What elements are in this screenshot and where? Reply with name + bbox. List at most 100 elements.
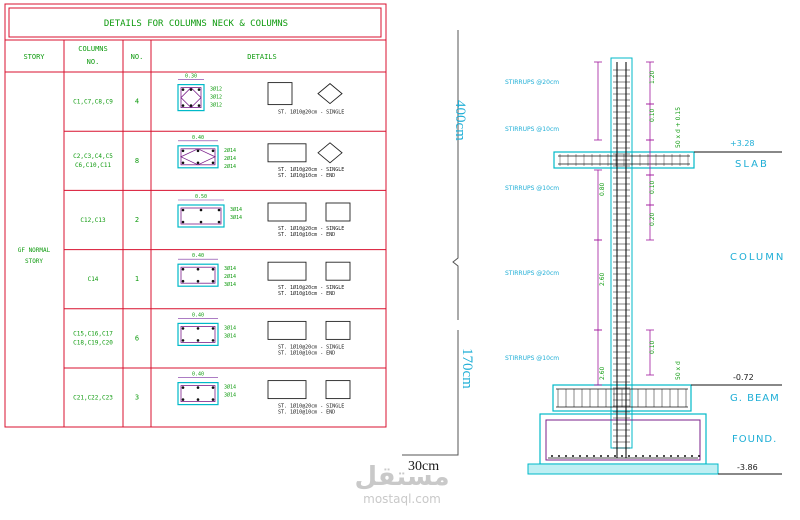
- footing-rebar-dot: [649, 455, 651, 457]
- bar-label: 2Ø14: [224, 147, 236, 154]
- footing-rebar-dot: [677, 455, 679, 457]
- watermark: مستقل mostaql.com: [352, 462, 452, 506]
- footing-rebar-dot: [670, 455, 672, 457]
- rebar-dot: [189, 104, 193, 107]
- dim-label: 2.60: [599, 272, 606, 286]
- footing-rebar-dot: [635, 455, 637, 457]
- row-no: 4: [135, 98, 139, 106]
- level-gbeam: -0.72: [733, 373, 754, 382]
- rebar-dot: [196, 398, 200, 401]
- row-columns: C21,C22,C23: [73, 395, 113, 402]
- stirrup-shape: [267, 320, 307, 340]
- rebar-dot: [181, 386, 185, 389]
- bar-label: 3Ø12: [210, 86, 222, 93]
- footing-rebar-dot: [656, 455, 658, 457]
- dim-label: 1.20: [649, 70, 656, 84]
- header-columns: COLUMNS: [78, 45, 108, 53]
- dim-line-400: [452, 30, 459, 320]
- rebar-dot: [189, 88, 193, 91]
- story-label-2: STORY: [25, 258, 43, 265]
- stirrups-label: STIRRUPS @10cm: [505, 126, 559, 133]
- table-title: DETAILS FOR COLUMNS NECK & COLUMNS: [104, 19, 288, 29]
- stirrup-note-2: ST. 1Ø10@10cm - END: [278, 349, 335, 356]
- width-label: 30cm: [408, 459, 439, 474]
- rebar-dot: [199, 220, 203, 224]
- cross-tie-shape: [325, 261, 351, 281]
- footing-rebar-dot: [684, 455, 686, 457]
- rebar-dot: [199, 208, 203, 212]
- rebar-dot: [211, 398, 215, 401]
- rebar-dot: [181, 208, 185, 212]
- section-stirrup: [180, 266, 216, 284]
- row-columns: C12,C13: [80, 217, 106, 224]
- rebar-dot: [181, 279, 185, 283]
- rebar-dot: [211, 161, 215, 165]
- footing-rebar-dot: [663, 455, 665, 457]
- row-columns: C14: [88, 276, 99, 283]
- bar-label: 2Ø14: [224, 163, 236, 170]
- stirrup-note: ST. 1Ø10@20cm - SINGLE: [278, 284, 344, 291]
- label-slab: SLAB: [735, 159, 769, 170]
- footing-rebar-dot: [565, 455, 567, 457]
- section-diamond-tie: [180, 148, 216, 166]
- dim-label: 0.20: [649, 212, 656, 226]
- footing-rebar-dot: [642, 455, 644, 457]
- watermark-arabic: مستقل: [354, 462, 450, 492]
- foundation: [539, 413, 707, 465]
- row-columns-2: C6,C10,C11: [75, 162, 112, 169]
- footing-rebar-dot: [572, 455, 574, 457]
- dim-label: 0.80: [599, 182, 606, 196]
- stirrups-label: STIRRUPS @10cm: [505, 355, 559, 362]
- footing-rebar-dot: [586, 455, 588, 457]
- row-columns: C1,C7,C8,C9: [73, 99, 113, 106]
- rebar-dot: [211, 386, 215, 389]
- rebar-dot: [196, 386, 200, 389]
- stirrup-note-2: ST. 1Ø10@10cm - END: [278, 231, 335, 238]
- rebar-dot: [196, 267, 200, 271]
- footing-rebar-dot: [593, 455, 595, 457]
- rebar-dot: [197, 104, 201, 107]
- rebar-dot: [211, 149, 215, 153]
- rebar-dot: [196, 279, 200, 283]
- foundation-inner: [545, 419, 701, 461]
- height-top-label: 400cm: [452, 100, 468, 141]
- dim-label: 0.10: [649, 180, 656, 194]
- rebar-dot: [196, 161, 200, 165]
- rebar-dot: [181, 104, 185, 107]
- row-no: 1: [135, 275, 139, 283]
- rebar-dot: [217, 208, 221, 212]
- rebar-dot: [196, 339, 200, 342]
- dim-label: 0.10: [649, 108, 656, 122]
- plain-concrete: [527, 463, 719, 475]
- dim-label: 50 x d + 0.15: [675, 107, 682, 148]
- bar-label: 3Ø14: [224, 384, 236, 391]
- stirrup-shape: [267, 202, 307, 222]
- dim-label: 50 x d: [675, 361, 682, 380]
- rebar-dot: [197, 88, 201, 91]
- stirrups-label: STIRRUPS @20cm: [505, 270, 559, 277]
- section-dim: 0.30: [185, 74, 197, 80]
- header-no: NO.: [131, 53, 144, 61]
- bar-label: 3Ø14: [224, 324, 236, 331]
- footing-rebar-dot: [691, 455, 693, 457]
- footing-rebar-dot: [628, 455, 630, 457]
- ground-beam: [552, 384, 692, 412]
- section-dim: 0.40: [192, 372, 204, 378]
- table-outer-frame: [4, 3, 387, 428]
- row-columns: C2,C3,C4,C5: [73, 153, 113, 160]
- column-section: [177, 263, 219, 287]
- footing-rebar-dot: [614, 455, 616, 457]
- cross-tie-shape: [325, 380, 351, 400]
- header-details: DETAILS: [247, 53, 277, 61]
- section-stirrup: [180, 385, 216, 403]
- column-elevation: STIRRUPS @20cm STIRRUPS @10cm STIRRUPS @…: [505, 57, 783, 475]
- stirrup-note: ST. 1Ø10@20cm - SINGLE: [278, 343, 344, 350]
- section-diamond-tie: [180, 87, 202, 109]
- row-no: 8: [135, 157, 139, 165]
- stirrup-note: ST. 1Ø10@20cm - SINGLE: [278, 166, 344, 173]
- watermark-latin: mostaql.com: [363, 492, 441, 506]
- column-section: [177, 382, 219, 406]
- dim-label: 2.60: [599, 366, 606, 380]
- rebar-dot: [181, 339, 185, 342]
